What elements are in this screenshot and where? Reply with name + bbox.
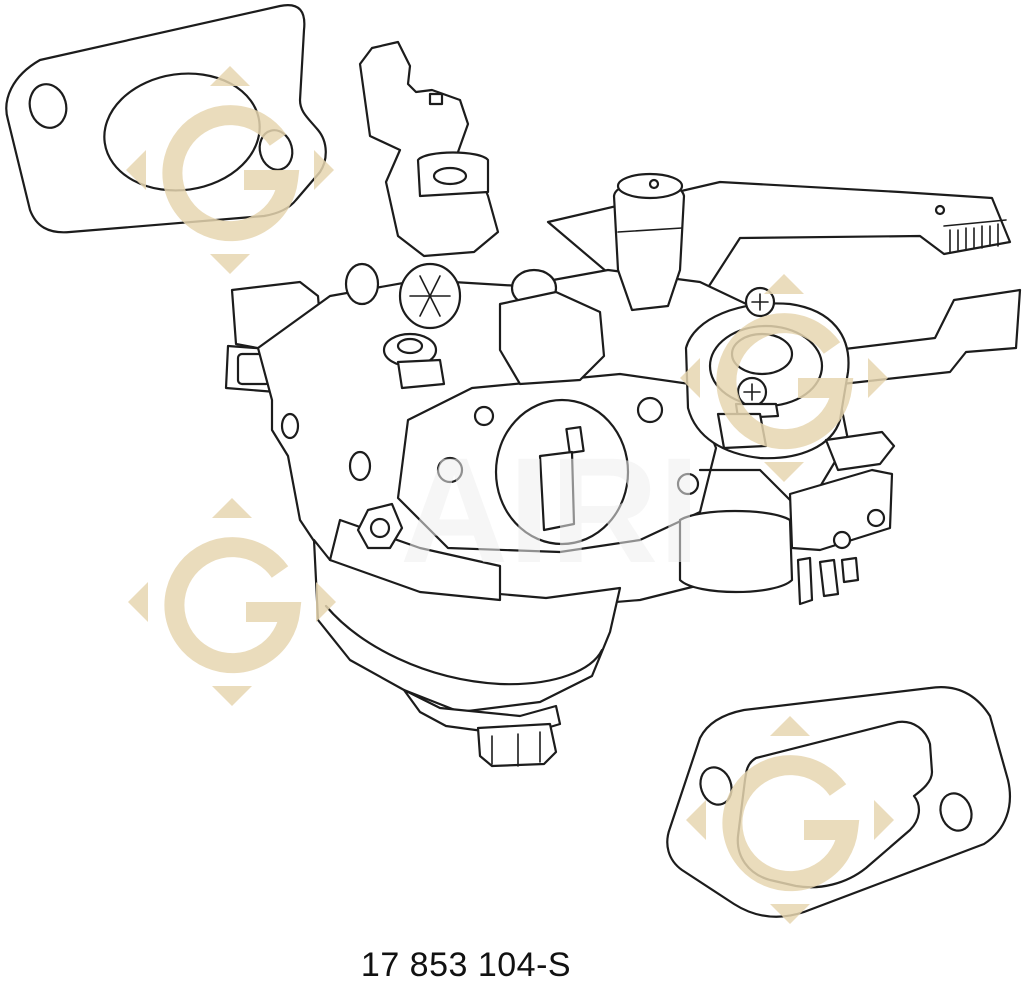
watermark-text: AIRI: [400, 426, 700, 594]
lower-gasket: [666, 686, 1012, 918]
watermark-logo: [126, 66, 894, 924]
carburetor: [224, 40, 1022, 768]
part-number-label: 17 853 104-S: [360, 946, 572, 984]
svg-text:AIRI: AIRI: [400, 426, 700, 594]
